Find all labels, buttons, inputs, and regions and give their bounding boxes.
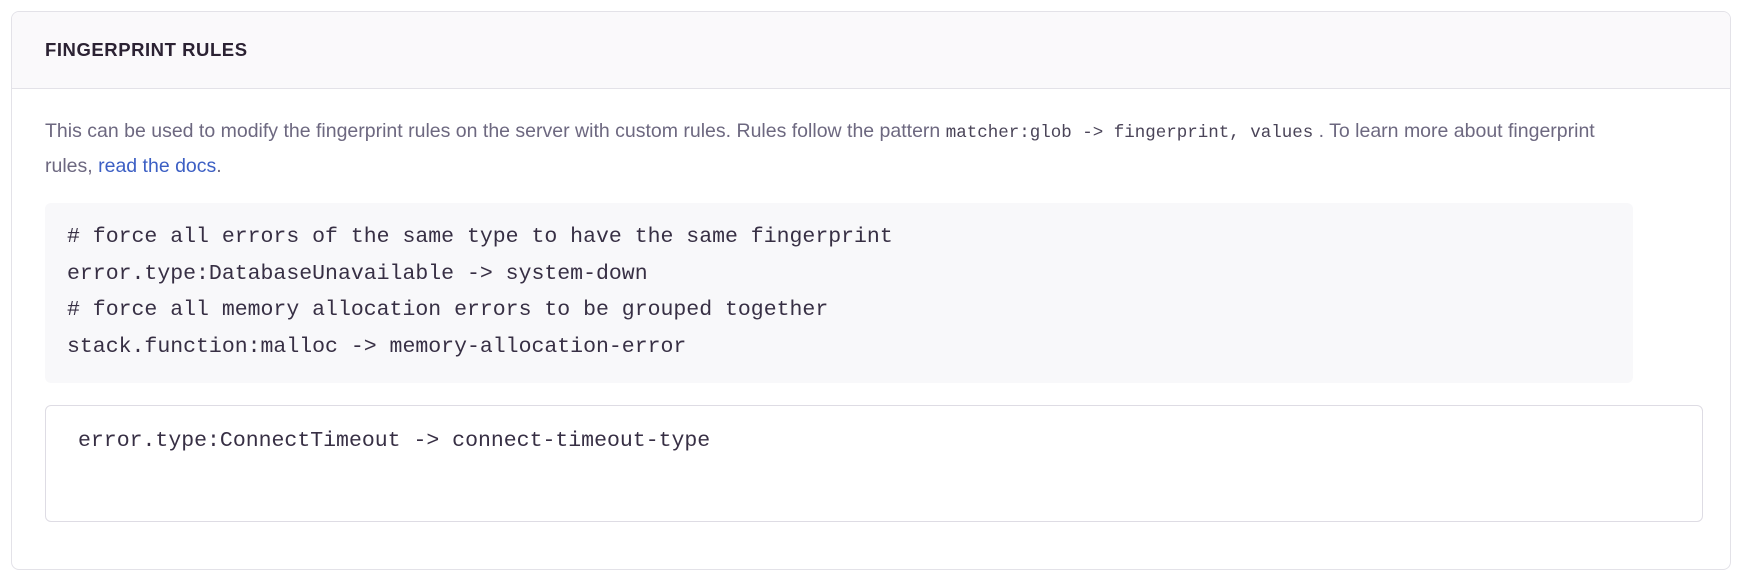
page-title: FINGERPRINT RULES — [45, 38, 248, 60]
pattern-code-snippet: matcher:glob -> fingerprint, values — [945, 123, 1314, 143]
card-header: FINGERPRINT RULES — [12, 12, 1730, 89]
read-the-docs-link[interactable]: read the docs — [98, 155, 217, 177]
card-body: This can be used to modify the fingerpri… — [12, 89, 1730, 522]
description-text: This can be used to modify the fingerpri… — [45, 115, 1635, 183]
example-rules-code-block: # force all errors of the same type to h… — [45, 203, 1633, 383]
description-part-2: . To learn more about fingerprint rules, — [45, 120, 1595, 177]
description-part-3: . — [216, 155, 222, 177]
fingerprint-rules-card: FINGERPRINT RULES This can be used to mo… — [11, 11, 1731, 570]
description-part-1: This can be used to modify the fingerpri… — [45, 120, 946, 142]
fingerprint-rules-input[interactable] — [45, 404, 1703, 522]
